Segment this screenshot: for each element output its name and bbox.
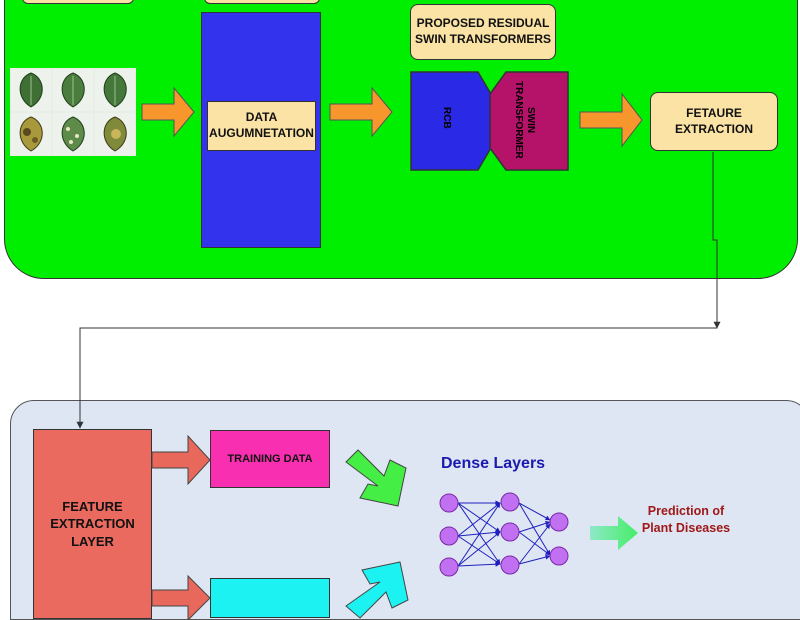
leaf-image <box>11 113 51 155</box>
feature-extraction-layer: FEATURE EXTRACTION LAYER <box>33 429 152 619</box>
network-connections <box>457 500 551 567</box>
leaf-image <box>53 113 93 155</box>
connector-line <box>79 152 718 428</box>
output-arrow <box>590 516 638 550</box>
flow-arrow <box>329 86 393 138</box>
training-arrow <box>151 434 211 486</box>
network-neurons <box>439 492 569 577</box>
neuron <box>439 557 459 577</box>
prediction-label: Prediction of Plant Diseases <box>641 504 731 535</box>
neuron <box>439 526 459 546</box>
dense-layers-title: Dense Layers <box>441 455 546 472</box>
proposed-model-label: PROPOSED RESIDUAL SWIN TRANSFORMERS <box>410 4 556 60</box>
flow-arrow <box>141 86 195 138</box>
neuron <box>439 493 459 513</box>
flow-arrow <box>579 92 643 148</box>
feature-extraction-label: FETAURE EXTRACTION <box>650 92 778 151</box>
neuron <box>500 522 520 542</box>
leaf-image <box>95 69 135 111</box>
data-augmentation-label: DATA AUGUMNETATION <box>207 101 316 151</box>
swin-transformer-block <box>489 71 569 171</box>
leaf-image <box>11 69 51 111</box>
leaf-image <box>95 113 135 155</box>
neuron <box>549 546 569 566</box>
leaf-image <box>53 69 93 111</box>
neuron <box>500 492 520 512</box>
swin-transformer-label: SWIN TRANSFORMER <box>513 81 536 159</box>
training-data-box: TRAINING DATA <box>210 430 330 488</box>
neuron <box>500 555 520 575</box>
model-block-shapes <box>410 71 569 171</box>
training-to-network-arrow <box>345 449 407 507</box>
leaf-image-grid <box>10 68 136 156</box>
diagram-overlay <box>76 86 721 620</box>
rcb-label: RCB <box>441 107 452 129</box>
neuron <box>549 512 569 532</box>
